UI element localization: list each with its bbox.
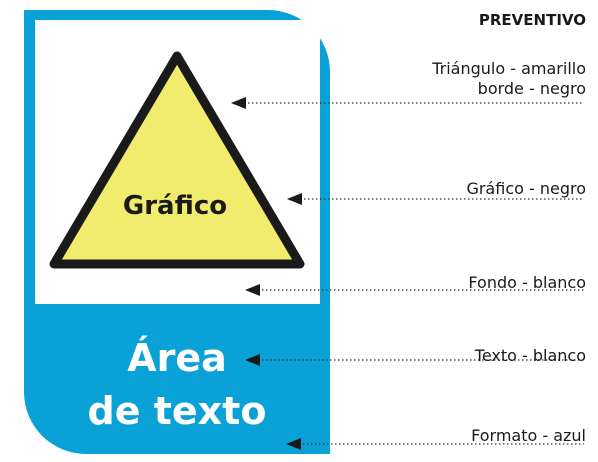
label-format: Formato - azul — [471, 426, 586, 445]
arrow-left-icon — [231, 97, 246, 109]
label-graphic: Gráfico - negro — [466, 179, 586, 198]
label-triangle-line-2: borde - negro — [477, 79, 586, 98]
text-area-line-2: de texto — [88, 389, 267, 433]
label-background: Fondo - blanco — [468, 273, 586, 292]
arrow-left-icon — [245, 284, 260, 296]
arrow-left-icon — [245, 354, 260, 366]
leader-graphic — [287, 193, 584, 205]
label-triangle: Triángulo - amarillo borde - negro — [432, 59, 586, 99]
header-title: PREVENTIVO — [478, 11, 586, 29]
label-triangle-line-1: Triángulo - amarillo — [432, 59, 586, 78]
graphic-placeholder-text: Gráfico — [123, 191, 227, 221]
text-area-line-1: Área — [127, 336, 227, 380]
warning-triangle-icon — [49, 51, 305, 269]
label-text: Texto - blanco — [474, 346, 586, 365]
leader-text — [245, 354, 584, 366]
leader-triangle — [231, 97, 584, 109]
leader-background — [245, 284, 584, 296]
arrow-left-icon — [287, 193, 302, 205]
leader-format — [286, 438, 584, 450]
arrow-left-icon — [286, 438, 301, 450]
